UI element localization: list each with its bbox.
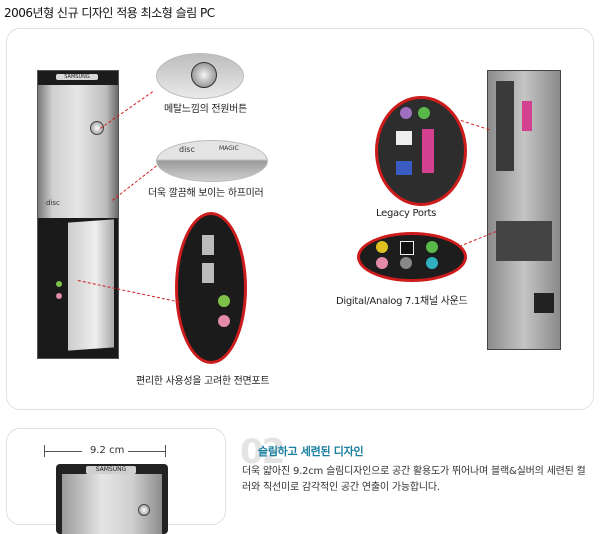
tower-logo: SAMSUNG [56,74,98,80]
optical-port-icon [400,241,414,255]
tower-front-door [68,219,114,351]
sound-ports-zoom [357,232,467,282]
power-knob-icon [191,62,217,88]
audio-jack-icon [426,241,438,253]
dimension-label: 9.2 cm [90,445,125,456]
pc-top-image: SAMSUNG [56,464,168,534]
vga-port-icon [396,161,412,175]
usb-port-icon [202,235,214,255]
half-mirror-zoom: disc MAGIC [156,140,268,182]
power-button-icon [138,504,150,516]
dimension-tick [165,445,166,457]
audio-jack-icon [400,257,412,269]
page-title: 2006년형 신규 디자인 적용 최소형 슬림 PC [4,6,215,20]
audio-jack-icon [426,257,438,269]
power-button-zoom [156,53,244,99]
usb-port-icon [202,263,214,283]
section-subtitle: 슬림하고 세련된 디자인 [258,445,364,458]
expansion-slots [496,221,552,261]
magic-zoom-label: MAGIC [219,145,239,152]
microphone-port-icon [218,315,230,327]
dimension-line [128,451,166,452]
mini-logo: SAMSUNG [86,466,136,474]
parallel-port-icon [422,129,434,173]
pc-back-image [487,70,561,350]
section-description: 더욱 얇아진 9.2cm 슬림디자인으로 공간 활용도가 뛰어나며 블랙&실버의… [242,466,586,493]
disc-zoom-label: disc [179,145,195,154]
power-socket-icon [534,293,554,313]
ps2-mouse-port-icon [418,107,430,119]
caption-front-ports: 편리한 사용성을 고려한 전면포트 [136,376,270,387]
headphone-port-icon [218,295,230,307]
io-shield [496,81,514,171]
audio-port-icon [56,281,62,287]
dimension-line [44,451,82,452]
serial-port-icon [396,131,412,145]
mic-port-icon [56,293,62,299]
ps2-keyboard-port-icon [400,107,412,119]
pc-front-image: SAMSUNG disc [37,70,119,359]
width-dimension: 9.2 cm [44,445,166,457]
front-ports-zoom [175,212,247,364]
caption-power-button: 메탈느낌의 전원버튼 [164,104,247,115]
caption-legacy-ports: Legacy Ports [376,208,437,219]
audio-jack-icon [376,241,388,253]
parallel-port-icon [522,101,532,131]
audio-jack-icon [376,257,388,269]
caption-half-mirror: 더욱 깔끔해 보이는 하프미러 [148,188,264,199]
legacy-ports-zoom [375,96,467,206]
power-button-icon [90,121,104,135]
caption-sound: Digital/Analog 7.1채널 사운드 [336,296,468,307]
disc-label: disc [46,199,60,207]
section-number: 02 [240,432,285,472]
